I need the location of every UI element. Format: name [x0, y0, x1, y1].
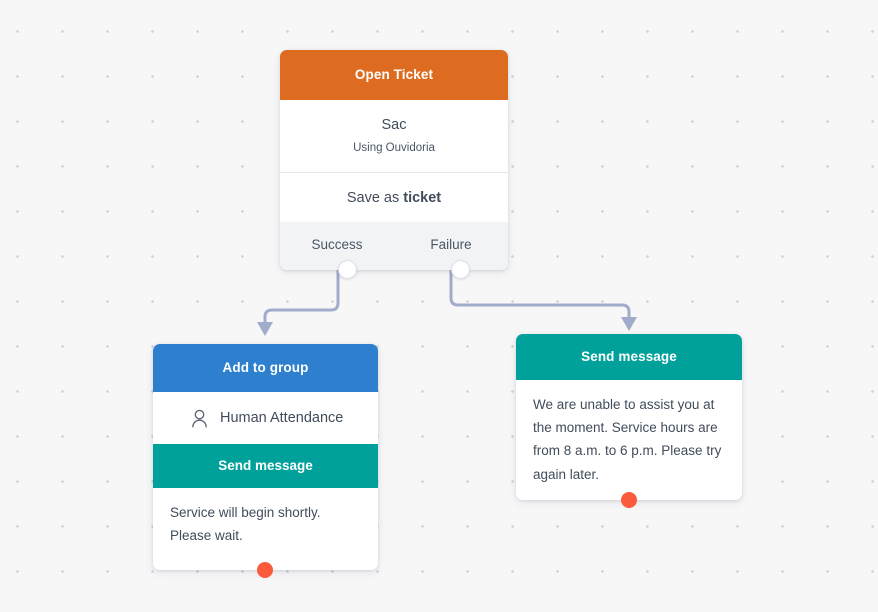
node-open-ticket-footer: Success Failure [280, 222, 508, 270]
attendance-row[interactable]: Human Attendance [153, 392, 378, 444]
port-failure-label: Failure [430, 237, 472, 252]
node-add-to-group-end-handle[interactable] [257, 562, 273, 578]
node-send-message-title: Send message [581, 349, 677, 365]
edge-success-to-add-to-group [263, 270, 340, 322]
node-open-ticket[interactable]: Open Ticket Sac Using Ouvidoria Save as … [280, 50, 508, 279]
node-send-message-body[interactable]: We are unable to assist you at the momen… [516, 380, 742, 500]
send-message-text: We are unable to assist you at the momen… [533, 397, 722, 482]
node-add-to-group-header[interactable]: Add to group [153, 344, 378, 392]
port-success-handle[interactable] [338, 260, 357, 279]
arrowhead-success [257, 322, 273, 336]
node-send-message-header[interactable]: Send message [516, 334, 742, 380]
node-divider [280, 172, 508, 173]
node-send-message[interactable]: Send message We are unable to assist you… [516, 334, 742, 508]
person-icon [191, 409, 208, 428]
node-add-to-group[interactable]: Add to group Human Attendance Send messa… [153, 344, 378, 578]
queue-name: Sac [381, 117, 407, 133]
save-as-target: ticket [403, 189, 442, 206]
node-add-to-group-message-body[interactable]: Service will begin shortly. Please wait. [153, 488, 378, 570]
attendance-label: Human Attendance [220, 410, 344, 426]
port-success-label: Success [311, 237, 363, 252]
port-success[interactable]: Success [280, 222, 394, 270]
arrowhead-failure [621, 317, 637, 331]
edge-failure-to-send-message [449, 270, 631, 317]
node-send-message-end-handle[interactable] [621, 492, 637, 508]
save-as-row[interactable]: Save as ticket [280, 173, 508, 222]
send-message-band[interactable]: Send message [153, 444, 378, 488]
node-open-ticket-header[interactable]: Open Ticket [280, 50, 508, 100]
add-to-group-message: Service will begin shortly. Please wait. [170, 505, 321, 544]
save-as-prefix: Save as [346, 189, 400, 206]
port-failure[interactable]: Failure [394, 222, 508, 270]
port-failure-handle[interactable] [451, 260, 470, 279]
send-message-band-title: Send message [218, 458, 313, 474]
node-open-ticket-title: Open Ticket [354, 67, 434, 83]
queue-subtitle: Using Ouvidoria [353, 142, 435, 155]
node-add-to-group-title: Add to group [222, 360, 309, 376]
node-open-ticket-body[interactable]: Sac Using Ouvidoria [280, 100, 508, 172]
